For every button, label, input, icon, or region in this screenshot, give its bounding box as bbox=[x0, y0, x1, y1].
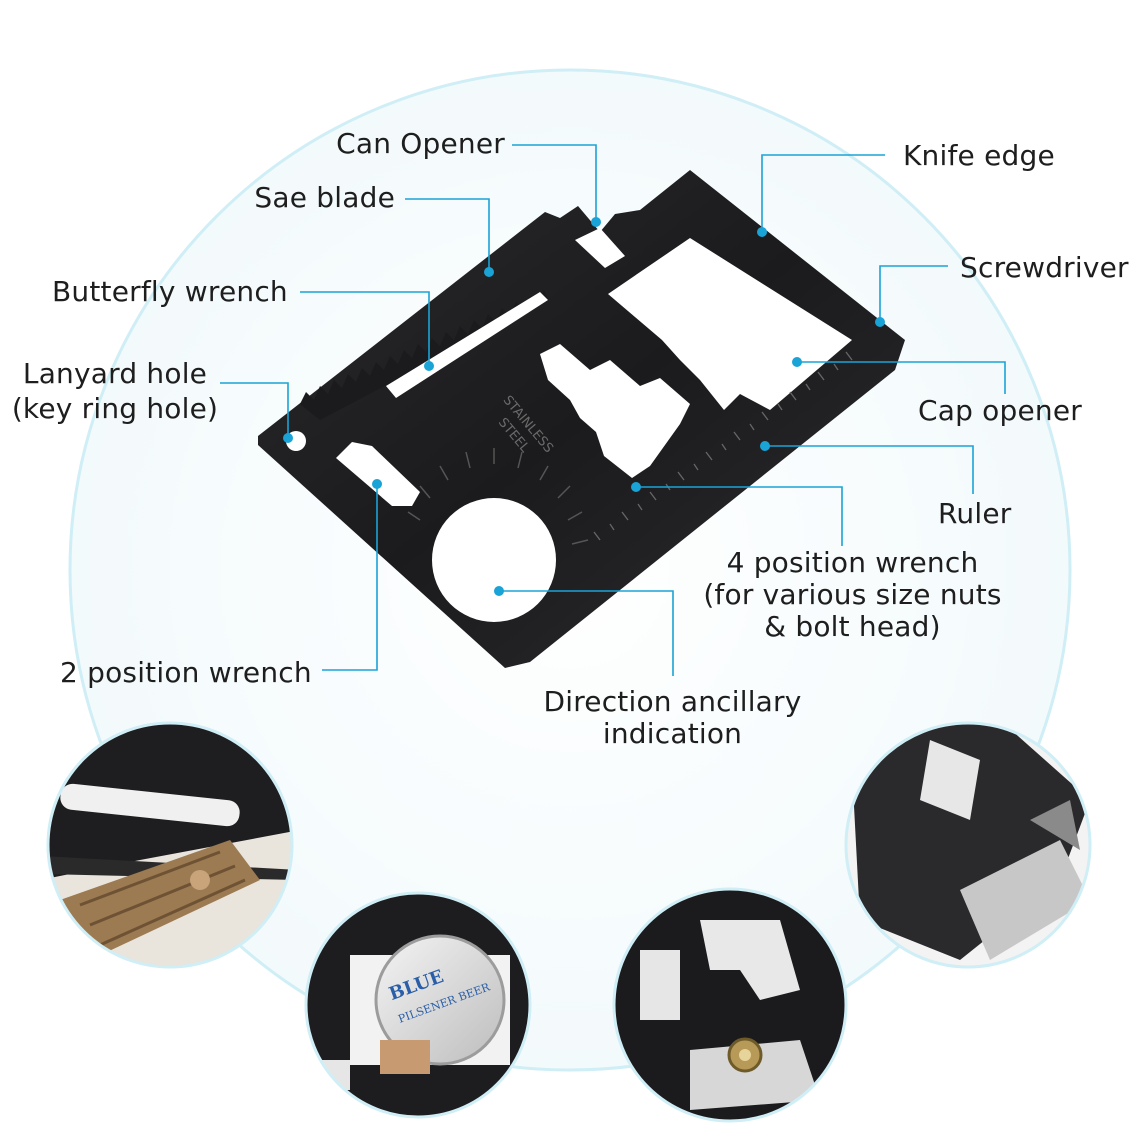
callout-dot-four-position bbox=[631, 482, 641, 492]
label-four-position-3: & bolt head) bbox=[764, 610, 941, 643]
label-lanyard-hole-1: Lanyard hole bbox=[22, 357, 208, 390]
callout-line-knife bbox=[761, 154, 885, 232]
direction-ticks bbox=[407, 448, 589, 545]
callout-line-ruler bbox=[765, 445, 974, 494]
callout-dot-cap-opener bbox=[792, 357, 802, 367]
label-two-position-wrench: 2 position wrench bbox=[60, 656, 312, 689]
inset-screwdriver bbox=[844, 721, 1092, 969]
four-position-slot bbox=[540, 344, 690, 478]
multitool-card: STAINLESS STEEL bbox=[258, 170, 905, 668]
callout-dot-ruler bbox=[760, 441, 770, 451]
label-direction-2: indication bbox=[602, 717, 743, 750]
label-can-opener: Can Opener bbox=[336, 127, 505, 160]
inset-bottle-cap: BLUE PILSENER BEER bbox=[304, 891, 532, 1119]
callout-line-four-position bbox=[636, 486, 843, 546]
callout-line-butterfly bbox=[300, 291, 430, 366]
saw-teeth bbox=[300, 290, 548, 420]
butterfly-slot bbox=[386, 292, 548, 398]
callout-line-direction bbox=[499, 590, 674, 676]
label-cap-opener: Cap opener bbox=[918, 394, 1082, 427]
callout-dot-can-opener bbox=[591, 217, 601, 227]
callout-lines bbox=[220, 144, 1006, 676]
label-ruler: Ruler bbox=[938, 497, 1012, 530]
label-four-position-1: 4 position wrench bbox=[726, 546, 979, 579]
label-saw-blade: Sae blade bbox=[254, 181, 395, 214]
callout-line-screwdriver bbox=[879, 265, 948, 322]
callout-dot-screwdriver bbox=[875, 317, 885, 327]
callout-dots bbox=[283, 217, 885, 596]
label-knife-edge: Knife edge bbox=[903, 139, 1055, 172]
two-position-slot bbox=[336, 442, 420, 506]
label-direction-1: Direction ancillary bbox=[543, 685, 802, 718]
can-opener-notch bbox=[575, 228, 625, 268]
label-four-position-2: (for various size nuts bbox=[703, 578, 1002, 611]
callout-line-can-opener bbox=[512, 144, 597, 222]
label-lanyard-hole-2: (key ring hole) bbox=[11, 392, 219, 425]
direction-circle bbox=[432, 498, 556, 622]
callout-dot-knife bbox=[757, 227, 767, 237]
label-screwdriver: Screwdriver bbox=[960, 251, 1129, 284]
inset-saw-cutting-wood bbox=[46, 721, 294, 969]
callout-line-lanyard bbox=[220, 382, 289, 438]
callout-line-cap-opener bbox=[797, 361, 1006, 394]
callout-dot-saw-blade bbox=[484, 267, 494, 277]
callout-dot-lanyard bbox=[283, 433, 293, 443]
callout-dot-direction bbox=[494, 586, 504, 596]
callout-line-two-position bbox=[322, 484, 378, 671]
inset-wrench-on-nut bbox=[612, 887, 848, 1123]
label-butterfly-wrench: Butterfly wrench bbox=[52, 275, 288, 308]
callout-dot-butterfly bbox=[424, 361, 434, 371]
callout-line-saw-blade bbox=[405, 198, 490, 272]
callout-dot-two-position bbox=[372, 479, 382, 489]
cap-opener-window bbox=[608, 238, 852, 410]
